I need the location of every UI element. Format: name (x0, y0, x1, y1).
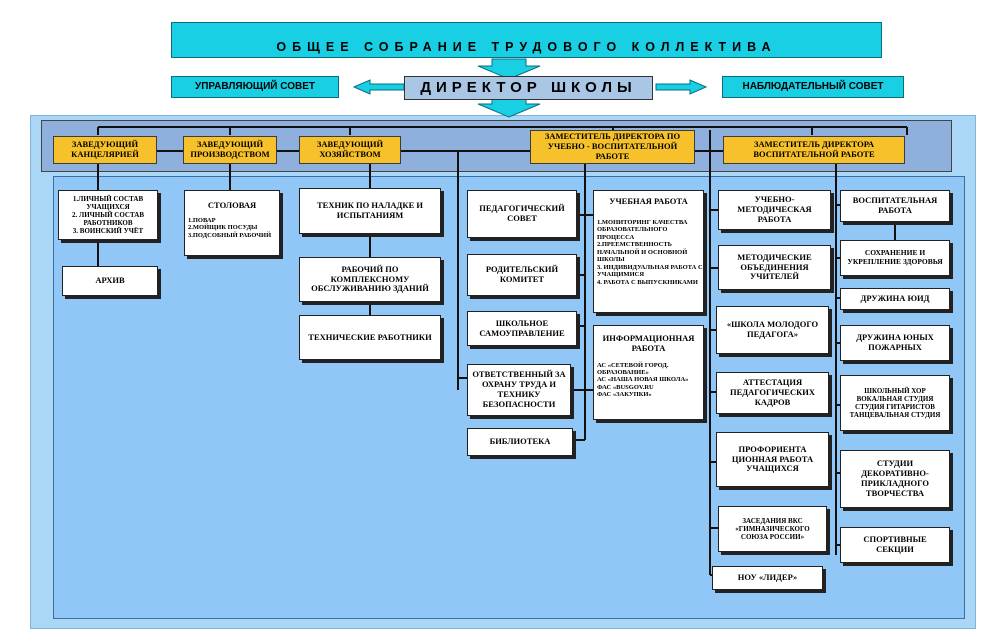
archive-box: АРХИВ (62, 266, 158, 296)
canteen-box: СТОЛОВАЯ 1.ПОВАР 2.МОЙЩИК ПОСУДЫ 3.ПОДСО… (184, 190, 280, 256)
library-label: БИБЛИОТЕКА (489, 436, 551, 447)
study-work-title: УЧЕБНАЯ РАБОТА (609, 196, 688, 206)
method-work-box: УЧЕБНО-МЕТОДИЧЕСКАЯ РАБОТА (718, 190, 831, 230)
maintenance-worker-label: РАБОЧИЙ ПО КОМПЛЕКСНОМУ ОБСЛУЖИВАНИЮ ЗДА… (311, 263, 429, 294)
canteen-staff: 1.ПОВАР 2.МОЙЩИК ПОСУДЫ 3.ПОДСОБНЫЙ РАБО… (188, 216, 272, 239)
head-production-box: ЗАВЕДУЮЩИЙ ПРОИЗВОДСТВОМ (183, 136, 277, 164)
supervisory-council-label: НАБЛЮДАТЕЛЬНЫЙ СОВЕТ (742, 81, 884, 93)
head-household-box: ЗАВЕДУЮЩИЙ ХОЗЯЙСТВОМ (299, 136, 401, 164)
yuid-squad-label: ДРУЖИНА ЮИД (860, 293, 930, 304)
director-label: ДИРЕКТОР ШКОЛЫ (420, 79, 637, 97)
archive-label: АРХИВ (95, 275, 125, 286)
art-studios-box: ШКОЛЬНЫЙ ХОР ВОКАЛЬНАЯ СТУДИЯ СТУДИЯ ГИТ… (840, 375, 950, 431)
info-work-box: ИНФОРМАЦИОННАЯ РАБОТА АС «СЕТЕВОЙ ГОРОД.… (593, 325, 704, 420)
study-work-items: 1.МОНИТОРИНГ КАЧЕСТВА ОБРАЗОВАТЕЛЬНОГО П… (597, 218, 703, 286)
health-label: СОХРАНЕНИЕ И УКРЕПЛЕНИЕ ЗДОРОВЬЯ (847, 248, 943, 266)
office-records-text: 1.ЛИЧНЫЙ СОСТАВ УЧАЩИХСЯ 2. ЛИЧНЫЙ СОСТА… (72, 194, 144, 236)
tech-staff-label: ТЕХНИЧЕСКИЕ РАБОТНИКИ (308, 331, 432, 342)
deputy-upbringing-label: ЗАМЕСТИТЕЛЬ ДИРЕКТОРА ВОСПИТАТЕЛЬНОЙ РАБ… (753, 139, 875, 159)
career-guidance-box: ПРОФОРИЕНТА ЦИОННАЯ РАБОТА УЧАЩИХСЯ (716, 432, 829, 487)
maintenance-worker-box: РАБОЧИЙ ПО КОМПЛЕКСНОМУ ОБСЛУЖИВАНИЮ ЗДА… (299, 257, 441, 302)
managing-council-label: УПРАВЛЯЮЩИЙ СОВЕТ (194, 81, 315, 93)
technician-label: ТЕХНИК ПО НАЛАДКЕ И ИСПЫТАНИЯМ (317, 200, 423, 220)
crafts-studios-box: СТУДИИ ДЕКОРАТИВНО-ПРИКЛАДНОГО ТВОРЧЕСТВ… (840, 450, 950, 508)
deputy-edu-box: ЗАМЕСТИТЕЛЬ ДИРЕКТОРА ПО УЧЕБНО - ВОСПИТ… (530, 130, 695, 164)
tech-staff-box: ТЕХНИЧЕСКИЕ РАБОТНИКИ (299, 315, 441, 360)
career-guidance-label: ПРОФОРИЕНТА ЦИОННАЯ РАБОТА УЧАЩИХСЯ (731, 443, 814, 474)
head-production-label: ЗАВЕДУЮЩИЙ ПРОИЗВОДСТВОМ (190, 139, 270, 159)
managing-council-box: УПРАВЛЯЮЩИЙ СОВЕТ (171, 76, 339, 98)
library-box: БИБЛИОТЕКА (467, 428, 573, 456)
sports-sections-label: СПОРТИВНЫЕ СЕКЦИИ (863, 534, 927, 554)
study-work-box: УЧЕБНАЯ РАБОТА 1.МОНИТОРИНГ КАЧЕСТВА ОБР… (593, 190, 704, 313)
attestation-box: АТТЕСТАЦИЯ ПЕДАГОГИЧЕСКИХ КАДРОВ (716, 372, 829, 414)
health-box: СОХРАНЕНИЕ И УКРЕПЛЕНИЕ ЗДОРОВЬЯ (840, 240, 950, 276)
director-box: ДИРЕКТОР ШКОЛЫ (404, 76, 653, 100)
young-teacher-school-box: «ШКОЛА МОЛОДОГО ПЕДАГОГА» (716, 306, 829, 354)
yuid-squad-box: ДРУЖИНА ЮИД (840, 288, 950, 310)
vks-meetings-label: ЗАСЕДАНИЯ ВКС «ГИМНАЗИЧЕСКОГО СОЮЗА РОСС… (735, 516, 810, 542)
office-records-box: 1.ЛИЧНЫЙ СОСТАВ УЧАЩИХСЯ 2. ЛИЧНЫЙ СОСТА… (58, 190, 158, 240)
young-teacher-school-label: «ШКОЛА МОЛОДОГО ПЕДАГОГА» (726, 319, 819, 339)
self-government-box: ШКОЛЬНОЕ САМОУПРАВЛЕНИЕ (467, 311, 577, 346)
upbringing-work-box: ВОСПИТАТЕЛЬНАЯ РАБОТА (840, 190, 950, 222)
ped-council-box: ПЕДАГОГИЧЕСКИЙ СОВЕТ (467, 190, 577, 238)
art-studios-label: ШКОЛЬНЫЙ ХОР ВОКАЛЬНАЯ СТУДИЯ СТУДИЯ ГИТ… (849, 386, 941, 420)
parent-committee-label: РОДИТЕЛЬСКИЙ КОМИТЕТ (485, 264, 559, 284)
info-work-title: ИНФОРМАЦИОННАЯ РАБОТА (602, 333, 695, 353)
self-government-label: ШКОЛЬНОЕ САМОУПРАВЛЕНИЕ (479, 317, 565, 338)
parent-committee-box: РОДИТЕЛЬСКИЙ КОМИТЕТ (467, 254, 577, 296)
ped-council-label: ПЕДАГОГИЧЕСКИЙ СОВЕТ (479, 203, 565, 223)
general-assembly-label: ОБЩЕЕ СОБРАНИЕ ТРУДОВОГО КОЛЛЕКТИВА (276, 39, 777, 54)
deputy-upbringing-box: ЗАМЕСТИТЕЛЬ ДИРЕКТОРА ВОСПИТАТЕЛЬНОЙ РАБ… (723, 136, 905, 164)
head-office-box: ЗАВЕДУЮЩИЙ КАНЦЕЛЯРИЕЙ (53, 136, 157, 164)
info-work-items: АС «СЕТЕВОЙ ГОРОД. ОБРАЗОВАНИЕ» АС «НАША… (597, 361, 689, 399)
deputy-edu-label: ЗАМЕСТИТЕЛЬ ДИРЕКТОРА ПО УЧЕБНО - ВОСПИТ… (544, 131, 681, 161)
supervisory-council-box: НАБЛЮДАТЕЛЬНЫЙ СОВЕТ (722, 76, 904, 98)
leader-society-label: НОУ «ЛИДЕР» (737, 572, 798, 583)
safety-officer-box: ОТВЕТСТВЕННЫЙ ЗА ОХРАНУ ТРУДА И ТЕХНИКУ … (467, 364, 571, 416)
upbringing-work-label: ВОСПИТАТЕЛЬНАЯ РАБОТА (852, 195, 938, 215)
leader-society-box: НОУ «ЛИДЕР» (712, 566, 823, 590)
vks-meetings-box: ЗАСЕДАНИЯ ВКС «ГИМНАЗИЧЕСКОГО СОЮЗА РОСС… (718, 506, 827, 552)
crafts-studios-label: СТУДИИ ДЕКОРАТИВНО-ПРИКЛАДНОГО ТВОРЧЕСТВ… (861, 458, 929, 498)
head-household-label: ЗАВЕДУЮЩИЙ ХОЗЯЙСТВОМ (316, 139, 384, 159)
young-firefighters-label: ДРУЖИНА ЮНЫХ ПОЖАРНЫХ (856, 332, 934, 352)
method-assoc-box: МЕТОДИЧЕСКИЕ ОБЪЕДИНЕНИЯ УЧИТЕЛЕЙ (718, 245, 831, 290)
sports-sections-box: СПОРТИВНЫЕ СЕКЦИИ (840, 527, 950, 563)
young-firefighters-box: ДРУЖИНА ЮНЫХ ПОЖАРНЫХ (840, 325, 950, 361)
safety-officer-label: ОТВЕТСТВЕННЫЙ ЗА ОХРАНУ ТРУДА И ТЕХНИКУ … (472, 369, 566, 409)
general-assembly-box: ОБЩЕЕ СОБРАНИЕ ТРУДОВОГО КОЛЛЕКТИВА (171, 22, 882, 58)
attestation-label: АТТЕСТАЦИЯ ПЕДАГОГИЧЕСКИХ КАДРОВ (729, 377, 816, 407)
head-office-label: ЗАВЕДУЮЩИЙ КАНЦЕЛЯРИЕЙ (71, 139, 139, 159)
technician-box: ТЕХНИК ПО НАЛАДКЕ И ИСПЫТАНИЯМ (299, 188, 441, 234)
method-assoc-label: МЕТОДИЧЕСКИЕ ОБЪЕДИНЕНИЯ УЧИТЕЛЕЙ (737, 251, 812, 282)
method-work-label: УЧЕБНО-МЕТОДИЧЕСКАЯ РАБОТА (737, 194, 812, 224)
canteen-title: СТОЛОВАЯ (207, 200, 257, 210)
